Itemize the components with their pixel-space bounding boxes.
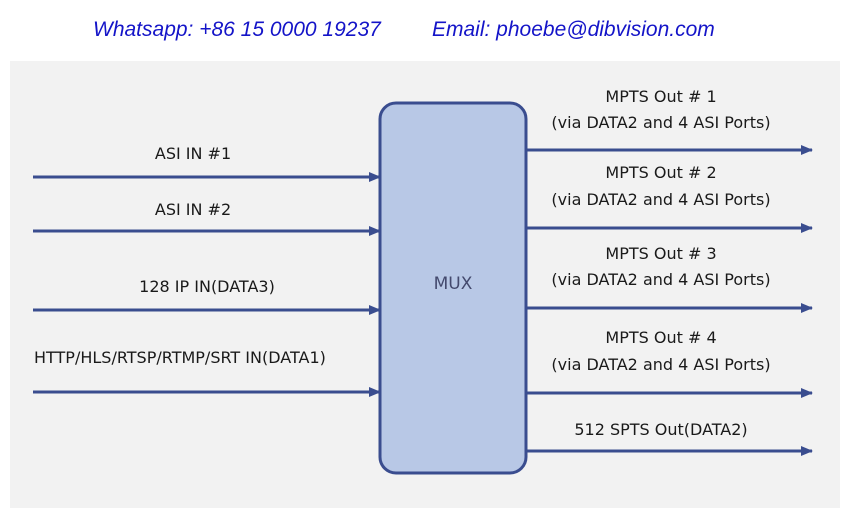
output-label-spts: 512 SPTS Out(DATA2) bbox=[574, 420, 748, 439]
input-label-asi-2: ASI IN #2 bbox=[154, 200, 232, 219]
output-sub-mpts-2: (via DATA2 and 4 ASI Ports) bbox=[551, 190, 771, 209]
input-label-ip: 128 IP IN(DATA3) bbox=[139, 277, 275, 296]
output-sub-mpts-4: (via DATA2 and 4 ASI Ports) bbox=[551, 355, 771, 374]
output-label-mpts-2: MPTS Out # 2 bbox=[605, 163, 717, 182]
whatsapp-contact: Whatsapp: +86 15 0000 19237 bbox=[93, 18, 381, 41]
output-label-mpts-1: MPTS Out # 1 bbox=[605, 87, 717, 106]
contact-header: Whatsapp: +86 15 0000 19237 Email: phoeb… bbox=[0, 18, 859, 48]
output-label-mpts-3: MPTS Out # 3 bbox=[605, 244, 717, 263]
mux-label: MUX bbox=[433, 274, 473, 294]
email-contact: Email: phoebe@dibvision.com bbox=[432, 18, 715, 41]
output-label-mpts-4: MPTS Out # 4 bbox=[605, 328, 717, 347]
output-sub-mpts-3: (via DATA2 and 4 ASI Ports) bbox=[551, 270, 771, 289]
mux-box bbox=[378, 101, 528, 475]
input-label-asi-1: ASI IN #1 bbox=[154, 144, 232, 163]
output-sub-mpts-1: (via DATA2 and 4 ASI Ports) bbox=[551, 113, 771, 132]
input-label-http: HTTP/HLS/RTSP/RTMP/SRT IN(DATA1) bbox=[34, 348, 326, 367]
